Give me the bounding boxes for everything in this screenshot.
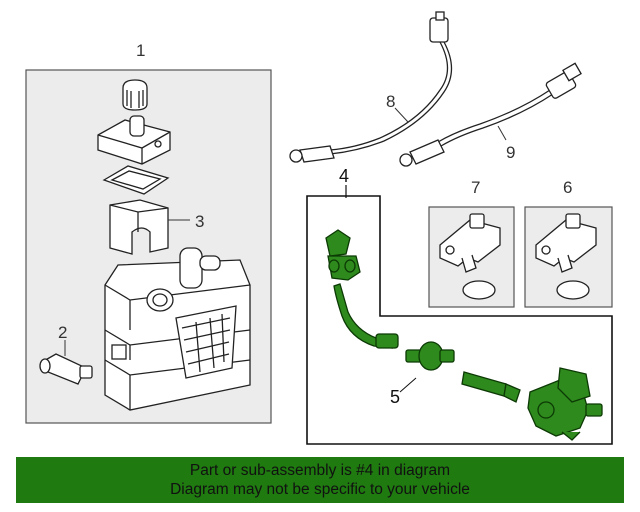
o-ring-7 — [462, 280, 496, 300]
oxygen-sensor-part-9[interactable] — [399, 62, 582, 167]
callout-1: 1 — [136, 41, 145, 60]
purge-valve-assembly-highlight — [325, 229, 603, 441]
pressure-sensor-part-6 — [535, 213, 597, 273]
callout-7: 7 — [471, 178, 480, 197]
pressure-sensor-part-7 — [439, 213, 501, 273]
connector-part-2[interactable] — [39, 340, 93, 385]
callout-2: 2 — [58, 323, 67, 342]
parts-diagram: 1 2 3 4 5 6 7 8 9 — [25, 11, 613, 445]
filter-element-part — [109, 199, 169, 255]
callout-4: 4 — [339, 166, 349, 186]
notice-banner: Part or sub-assembly is #4 in diagram Di… — [16, 457, 624, 503]
banner-line-2: Diagram may not be specific to your vehi… — [170, 481, 470, 498]
purge-assembly-group-4[interactable] — [306, 185, 613, 445]
canister-body-part — [104, 247, 251, 411]
callout-8: 8 — [386, 92, 395, 111]
banner-line-1: Part or sub-assembly is #4 in diagram — [189, 462, 451, 479]
valve-housing-part — [97, 115, 171, 165]
canister-cap-part — [122, 79, 148, 111]
sensor-group-6[interactable] — [524, 206, 613, 308]
gasket-part — [102, 165, 170, 195]
sensor-group-7[interactable] — [428, 206, 515, 308]
callout-6: 6 — [563, 178, 572, 197]
callout-5: 5 — [390, 387, 400, 407]
oxygen-sensor-part-8[interactable] — [289, 11, 453, 163]
callout-3: 3 — [195, 212, 204, 231]
o-ring-6 — [556, 280, 590, 300]
assembly-4-box — [306, 195, 613, 445]
canister-assembly-group[interactable] — [25, 69, 272, 424]
callout-9: 9 — [506, 143, 515, 162]
